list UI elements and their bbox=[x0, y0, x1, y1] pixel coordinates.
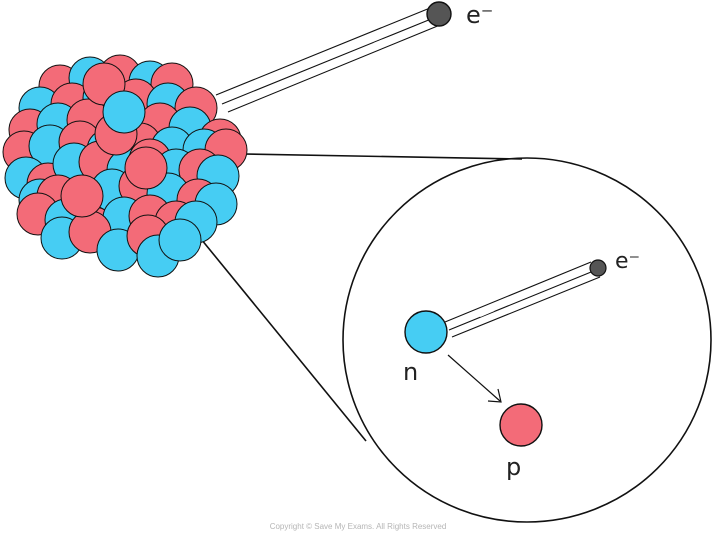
electron-outer-label: e⁻ bbox=[466, 1, 493, 29]
electron-trail-outer bbox=[215, 7, 441, 113]
neutron bbox=[404, 310, 448, 354]
decay-arrow bbox=[447, 354, 502, 403]
nucleus-neutron bbox=[158, 218, 202, 262]
nucleus-proton bbox=[60, 174, 104, 218]
electron-inner-label: e⁻ bbox=[615, 249, 640, 274]
copyright-notice: Copyright © Save My Exams. All Rights Re… bbox=[270, 522, 447, 531]
nucleus bbox=[2, 54, 248, 278]
magnified-view-circle bbox=[342, 157, 712, 523]
neutron-label: n bbox=[403, 358, 418, 386]
electron-trail-inner bbox=[444, 261, 601, 338]
nucleus-neutron bbox=[102, 90, 146, 134]
proton-label: p bbox=[506, 453, 521, 481]
proton bbox=[499, 403, 543, 447]
electron-outer bbox=[426, 1, 452, 27]
electron-inner bbox=[589, 259, 607, 277]
nucleus-proton bbox=[124, 146, 168, 190]
